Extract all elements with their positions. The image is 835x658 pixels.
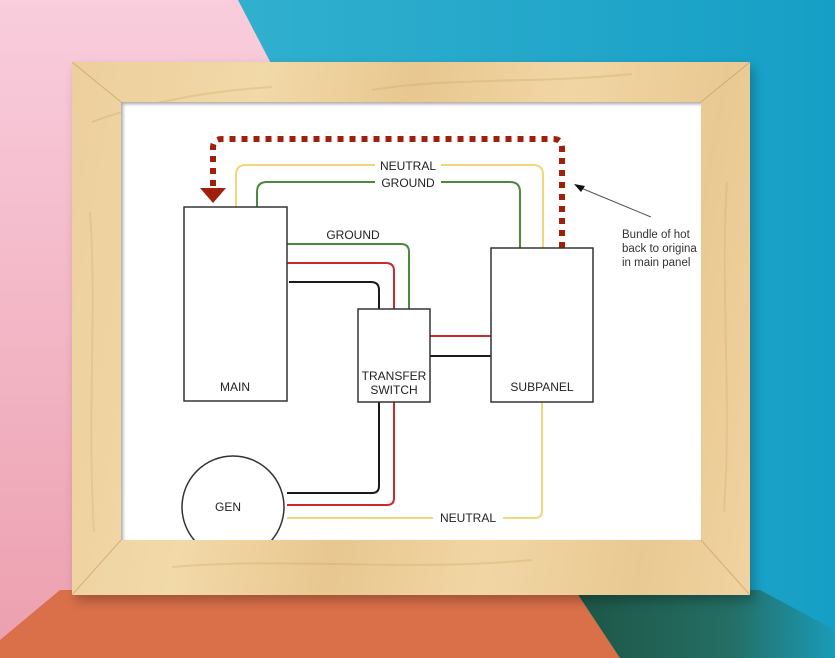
label-top-ground: GROUND: [381, 176, 435, 190]
wiring-diagram: NEUTRAL GROUND GROUND NEUTRAL MAIN TRANS…: [181, 136, 652, 540]
bundle-arrow-head: [200, 188, 226, 203]
transfer-switch-label-1: TRANSFER: [362, 369, 427, 383]
bg-orange: [0, 590, 620, 658]
main-panel-box: [183, 206, 288, 402]
generator-label: GEN: [215, 500, 241, 514]
label-top-neutral: NEUTRAL: [380, 159, 436, 173]
generator-circle: [181, 455, 285, 540]
subpanel-box: [490, 247, 594, 403]
wire-ground-main-ts: [287, 243, 410, 309]
wire-black-main-ts: [289, 281, 380, 309]
annotation-note: Bundle of hot back to origina in main pane…: [622, 228, 697, 270]
wire-neutral-gen-sub: [287, 402, 543, 519]
bg-green: [575, 590, 835, 658]
label-main-ground: GROUND: [326, 228, 380, 242]
transfer-switch-box: [357, 308, 431, 403]
subpanel-label: SUBPANEL: [510, 380, 573, 394]
label-gen-neutral: NEUTRAL: [440, 511, 496, 525]
annotation-line-3: in main panel: [622, 257, 691, 269]
wire-red-gen-ts: [287, 402, 395, 506]
diagram-canvas: NEUTRAL GROUND GROUND NEUTRAL MAIN TRANS…: [121, 102, 701, 540]
annotation-pointer-head: [574, 184, 585, 192]
bundle-arrow-line: [210, 136, 565, 248]
wire-black-gen-ts: [287, 402, 380, 494]
main-panel-label: MAIN: [220, 380, 250, 394]
transfer-switch-label-2: SWITCH: [370, 383, 417, 397]
wire-red-main-ts: [287, 262, 395, 309]
wire-ground-top: [256, 181, 521, 248]
annotation-pointer: [580, 187, 652, 218]
annotation-line-2: back to origina: [622, 243, 697, 255]
annotation-line-1: Bundle of hot: [622, 229, 690, 241]
